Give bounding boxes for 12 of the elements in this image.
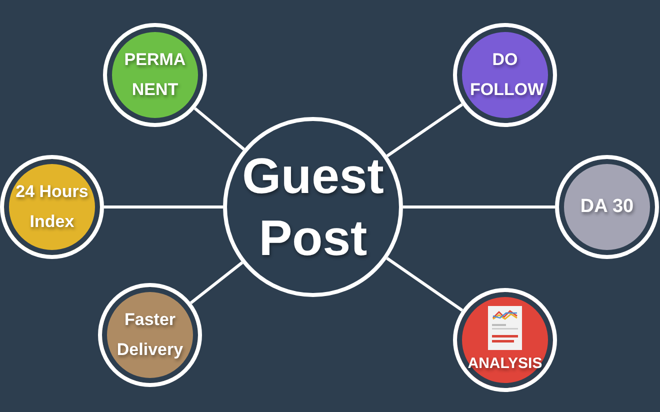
node-label: DA 30 xyxy=(579,195,635,219)
node-label: ANALYSIS xyxy=(466,354,544,374)
connector-line xyxy=(194,107,245,150)
connector-line xyxy=(386,257,464,312)
node-label: Faster Delivery xyxy=(116,309,184,361)
node-label: 24 Hours Index xyxy=(14,181,90,233)
node-label: PERMA NENT xyxy=(123,49,187,101)
node-label: Guest Post xyxy=(241,147,385,268)
connector-line xyxy=(403,206,555,208)
connector-line xyxy=(386,103,463,158)
connector-line xyxy=(104,206,223,208)
connector-line xyxy=(190,261,244,304)
